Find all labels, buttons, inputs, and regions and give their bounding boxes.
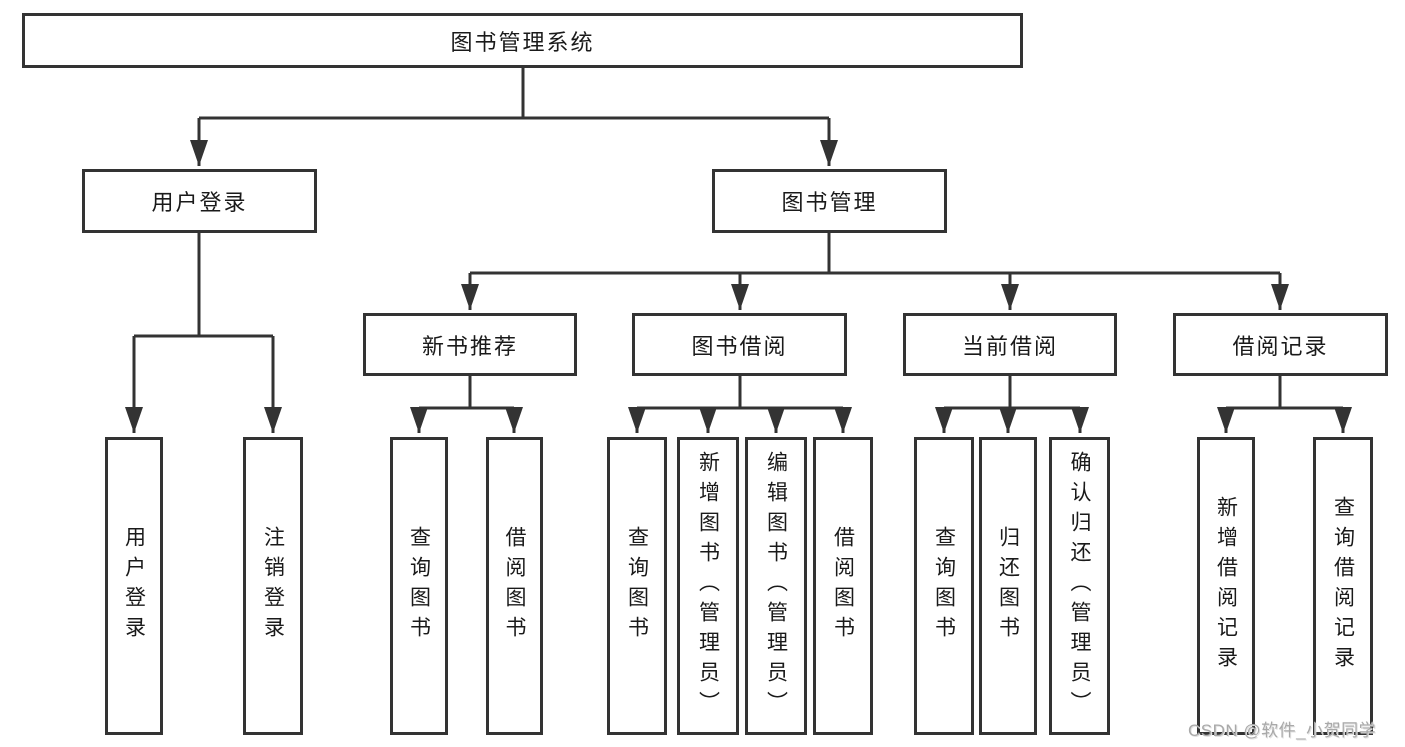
leaf-user-login: 用户登录 xyxy=(105,437,163,735)
leaf-borrowing-borrow-books-label: 借阅图书 xyxy=(831,526,855,646)
leaf-current-return-books-label: 归还图书 xyxy=(996,526,1020,646)
node-new-book-recommend: 新书推荐 xyxy=(363,313,577,376)
tree-branch-lines xyxy=(134,68,1343,410)
leaf-records-add-record-label: 新增借阅记录 xyxy=(1214,496,1238,676)
leaf-recommend-borrow-books-label: 借阅图书 xyxy=(503,526,527,646)
leaf-borrowing-query-books-label: 查询图书 xyxy=(625,526,649,646)
leaf-recommend-borrow-books: 借阅图书 xyxy=(486,437,543,735)
leaf-current-confirm-return-admin-label: 确认归还（管理员） xyxy=(1068,451,1092,721)
arrow-drop-lines xyxy=(125,118,1352,433)
node-borrowing-records: 借阅记录 xyxy=(1173,313,1388,376)
leaf-current-confirm-return-admin: 确认归还（管理员） xyxy=(1049,437,1110,735)
node-user-login: 用户登录 xyxy=(82,169,317,233)
leaf-current-return-books: 归还图书 xyxy=(979,437,1037,735)
leaf-borrowing-borrow-books: 借阅图书 xyxy=(813,437,873,735)
leaf-records-add-record: 新增借阅记录 xyxy=(1197,437,1255,735)
leaf-records-query-record-label: 查询借阅记录 xyxy=(1331,496,1355,676)
leaf-logout: 注销登录 xyxy=(243,437,303,735)
leaf-borrowing-edit-books-admin: 编辑图书（管理员） xyxy=(745,437,807,735)
leaf-borrowing-add-books-admin: 新增图书（管理员） xyxy=(677,437,739,735)
node-current-borrowing: 当前借阅 xyxy=(903,313,1117,376)
leaf-borrowing-edit-books-admin-label: 编辑图书（管理员） xyxy=(764,451,788,721)
leaf-recommend-query-books-label: 查询图书 xyxy=(407,526,431,646)
leaf-current-query-books-label: 查询图书 xyxy=(932,526,956,646)
leaf-recommend-query-books: 查询图书 xyxy=(390,437,448,735)
leaf-borrowing-query-books: 查询图书 xyxy=(607,437,667,735)
leaf-borrowing-add-books-admin-label: 新增图书（管理员） xyxy=(696,451,720,721)
node-book-borrowing: 图书借阅 xyxy=(632,313,847,376)
csdn-watermark: CSDN @软件_小贺同学 xyxy=(1188,721,1377,740)
leaf-logout-label: 注销登录 xyxy=(261,526,285,646)
leaf-records-query-record: 查询借阅记录 xyxy=(1313,437,1373,735)
leaf-user-login-label: 用户登录 xyxy=(122,526,146,646)
node-library-system: 图书管理系统 xyxy=(22,13,1023,68)
leaf-current-query-books: 查询图书 xyxy=(914,437,974,735)
node-book-management: 图书管理 xyxy=(712,169,947,233)
